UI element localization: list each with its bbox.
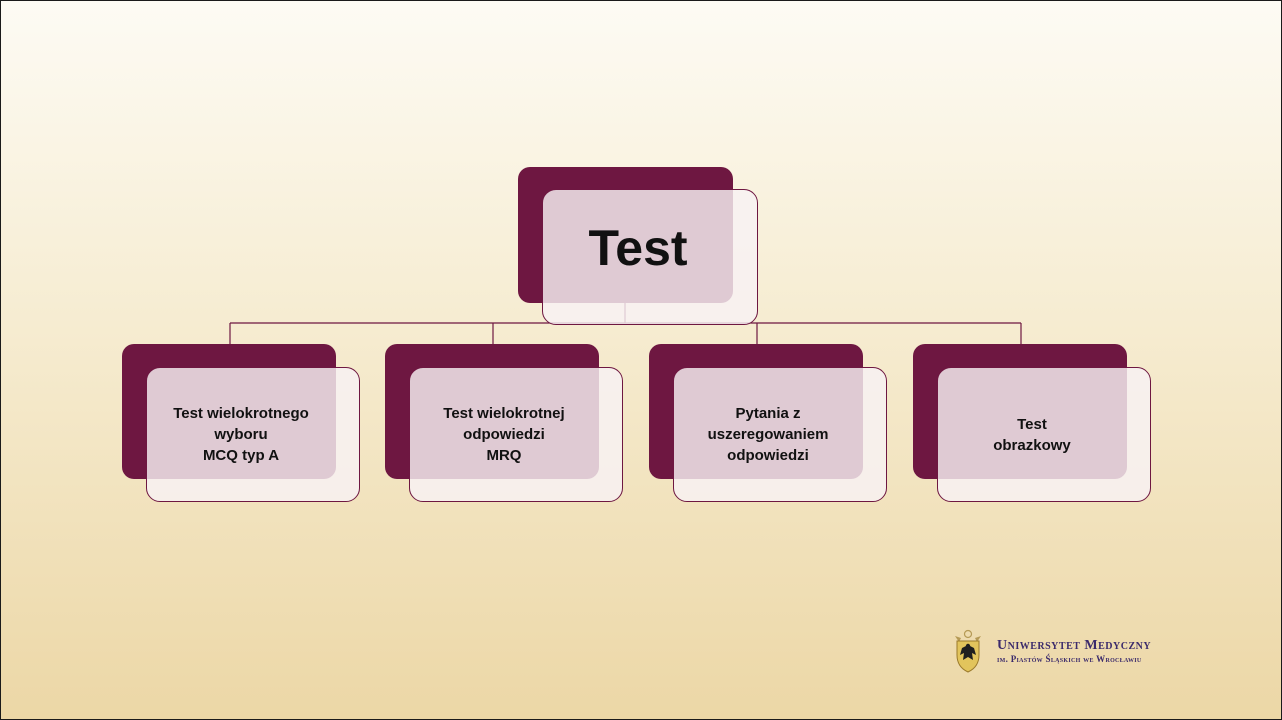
logo-subtitle: im. Piastów Śląskich we Wrocławiu [997,654,1142,664]
university-logo: Uniwersytet Medyczny im. Piastów Śląskic… [951,629,1151,673]
node-1: Test wielokrotnego wyboru MCQ typ A [146,367,360,502]
node-2: Test wielokrotnej odpowiedzi MRQ [409,367,623,502]
root-node: Test [542,189,758,325]
node-4: Test obrazkowy [937,367,1151,502]
node-1-label: Test wielokrotnego wyboru MCQ typ A [173,405,309,464]
logo-title: Uniwersytet Medyczny [997,638,1152,653]
node-3: Pytania z uszeregowaniem odpowiedzi [673,367,887,502]
node-4-label: Test obrazkowy [993,415,1071,454]
root-label: Test [588,220,688,276]
node-3-label: Pytania z uszeregowaniem odpowiedzi [707,405,829,464]
node-2-label: Test wielokrotnej odpowiedzi MRQ [443,405,565,464]
crest-icon [955,629,981,673]
